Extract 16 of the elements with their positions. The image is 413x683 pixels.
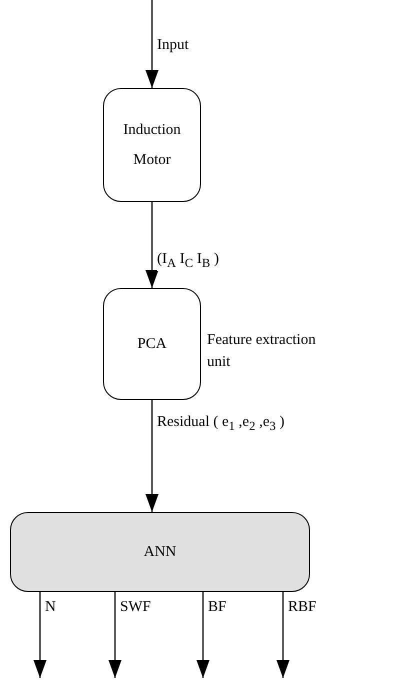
- process-box: [103, 288, 201, 400]
- arrow: [196, 592, 210, 678]
- box-label: PCA: [137, 335, 167, 354]
- arrow: [145, 400, 159, 512]
- edge-label: (I$_{A}$ I$_{C}$ I$_{B}$ ): [157, 250, 219, 271]
- side-note: Feature extraction unit: [207, 331, 317, 372]
- arrow: [33, 592, 47, 678]
- arrow: [108, 592, 122, 678]
- arrow: [276, 592, 290, 678]
- box-label: Induction Motor: [122, 121, 182, 170]
- process-box: [103, 88, 201, 202]
- arrow: [145, 202, 159, 288]
- edge-label: Input: [157, 36, 189, 54]
- arrow: [145, 0, 159, 88]
- box-label: ANN: [144, 543, 176, 562]
- process-box: [10, 512, 310, 592]
